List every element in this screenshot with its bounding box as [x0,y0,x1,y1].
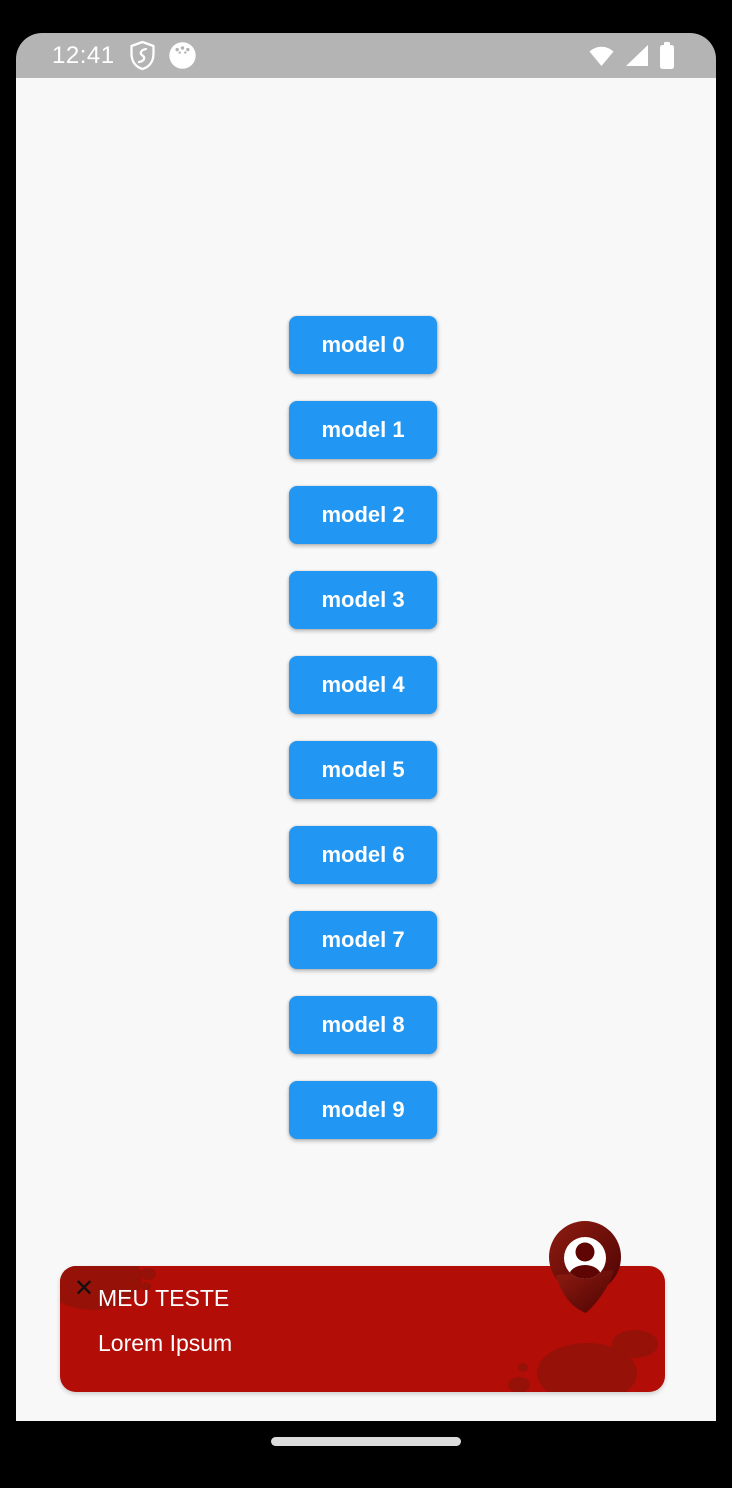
model-6-button[interactable]: model 6 [289,826,438,884]
toast-message: Lorem Ipsum [98,1330,233,1356]
shield-icon [129,40,156,71]
toast-card: ✕ MEU TESTE Lorem Ipsum [60,1266,665,1392]
model-0-button[interactable]: model 0 [289,316,438,374]
toast-title: MEU TESTE [98,1285,230,1311]
wifi-icon [588,44,615,67]
model-5-button[interactable]: model 5 [289,741,438,799]
toast-decor-blob [518,1363,528,1372]
status-bar: 12:41 [16,33,716,78]
toast-decor-blob [612,1330,658,1358]
model-9-button[interactable]: model 9 [289,1081,438,1139]
battery-icon [658,41,676,70]
cellular-signal-icon [623,44,650,67]
status-left-icons [129,40,197,71]
model-2-button[interactable]: model 2 [289,486,438,544]
model-7-button[interactable]: model 7 [289,911,438,969]
emulator-avatar-icon [168,41,197,70]
toast-decor-blob [141,1282,151,1291]
model-4-button[interactable]: model 4 [289,656,438,714]
toast-decor-blob [140,1268,156,1280]
status-time: 12:41 [52,41,115,69]
home-indicator[interactable] [271,1437,461,1446]
gesture-nav-bar [16,1421,716,1462]
screen: 12:41 [16,33,716,1462]
model-1-button[interactable]: model 1 [289,401,438,459]
model-3-button[interactable]: model 3 [289,571,438,629]
toast-decor-blob [508,1377,530,1392]
app-content: model 0 model 1 model 2 model 3 model 4 … [16,78,716,1421]
status-right-icons [588,41,676,70]
person-bubble-icon [549,1221,621,1313]
close-icon[interactable]: ✕ [70,1274,98,1302]
model-button-list: model 0 model 1 model 2 model 3 model 4 … [289,316,438,1139]
model-8-button[interactable]: model 8 [289,996,438,1054]
